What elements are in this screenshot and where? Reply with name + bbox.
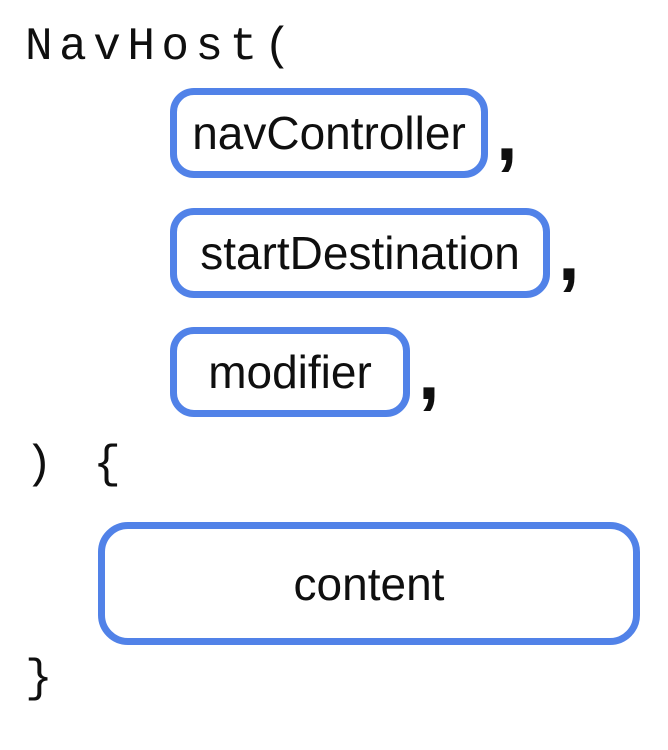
comma-separator: ,: [496, 89, 518, 177]
code-line-params-close: ) {: [25, 439, 128, 491]
param-row-modifier: modifier ,: [170, 327, 440, 417]
param-box-modifier: modifier: [170, 327, 410, 417]
param-box-navcontroller: navController: [170, 88, 488, 178]
param-label-startdestination: startDestination: [200, 227, 520, 279]
comma-separator: ,: [558, 209, 580, 297]
param-box-startdestination: startDestination: [170, 208, 550, 298]
code-line-navhost-open: NavHost(: [25, 21, 298, 73]
code-line-body-close: }: [25, 653, 60, 705]
param-row-navcontroller: navController ,: [170, 88, 518, 178]
param-row-startdestination: startDestination ,: [170, 208, 580, 298]
param-label-modifier: modifier: [208, 346, 372, 398]
content-box: content: [98, 522, 640, 645]
param-label-navcontroller: navController: [192, 107, 466, 159]
content-label: content: [293, 557, 445, 610]
comma-separator: ,: [418, 328, 440, 416]
